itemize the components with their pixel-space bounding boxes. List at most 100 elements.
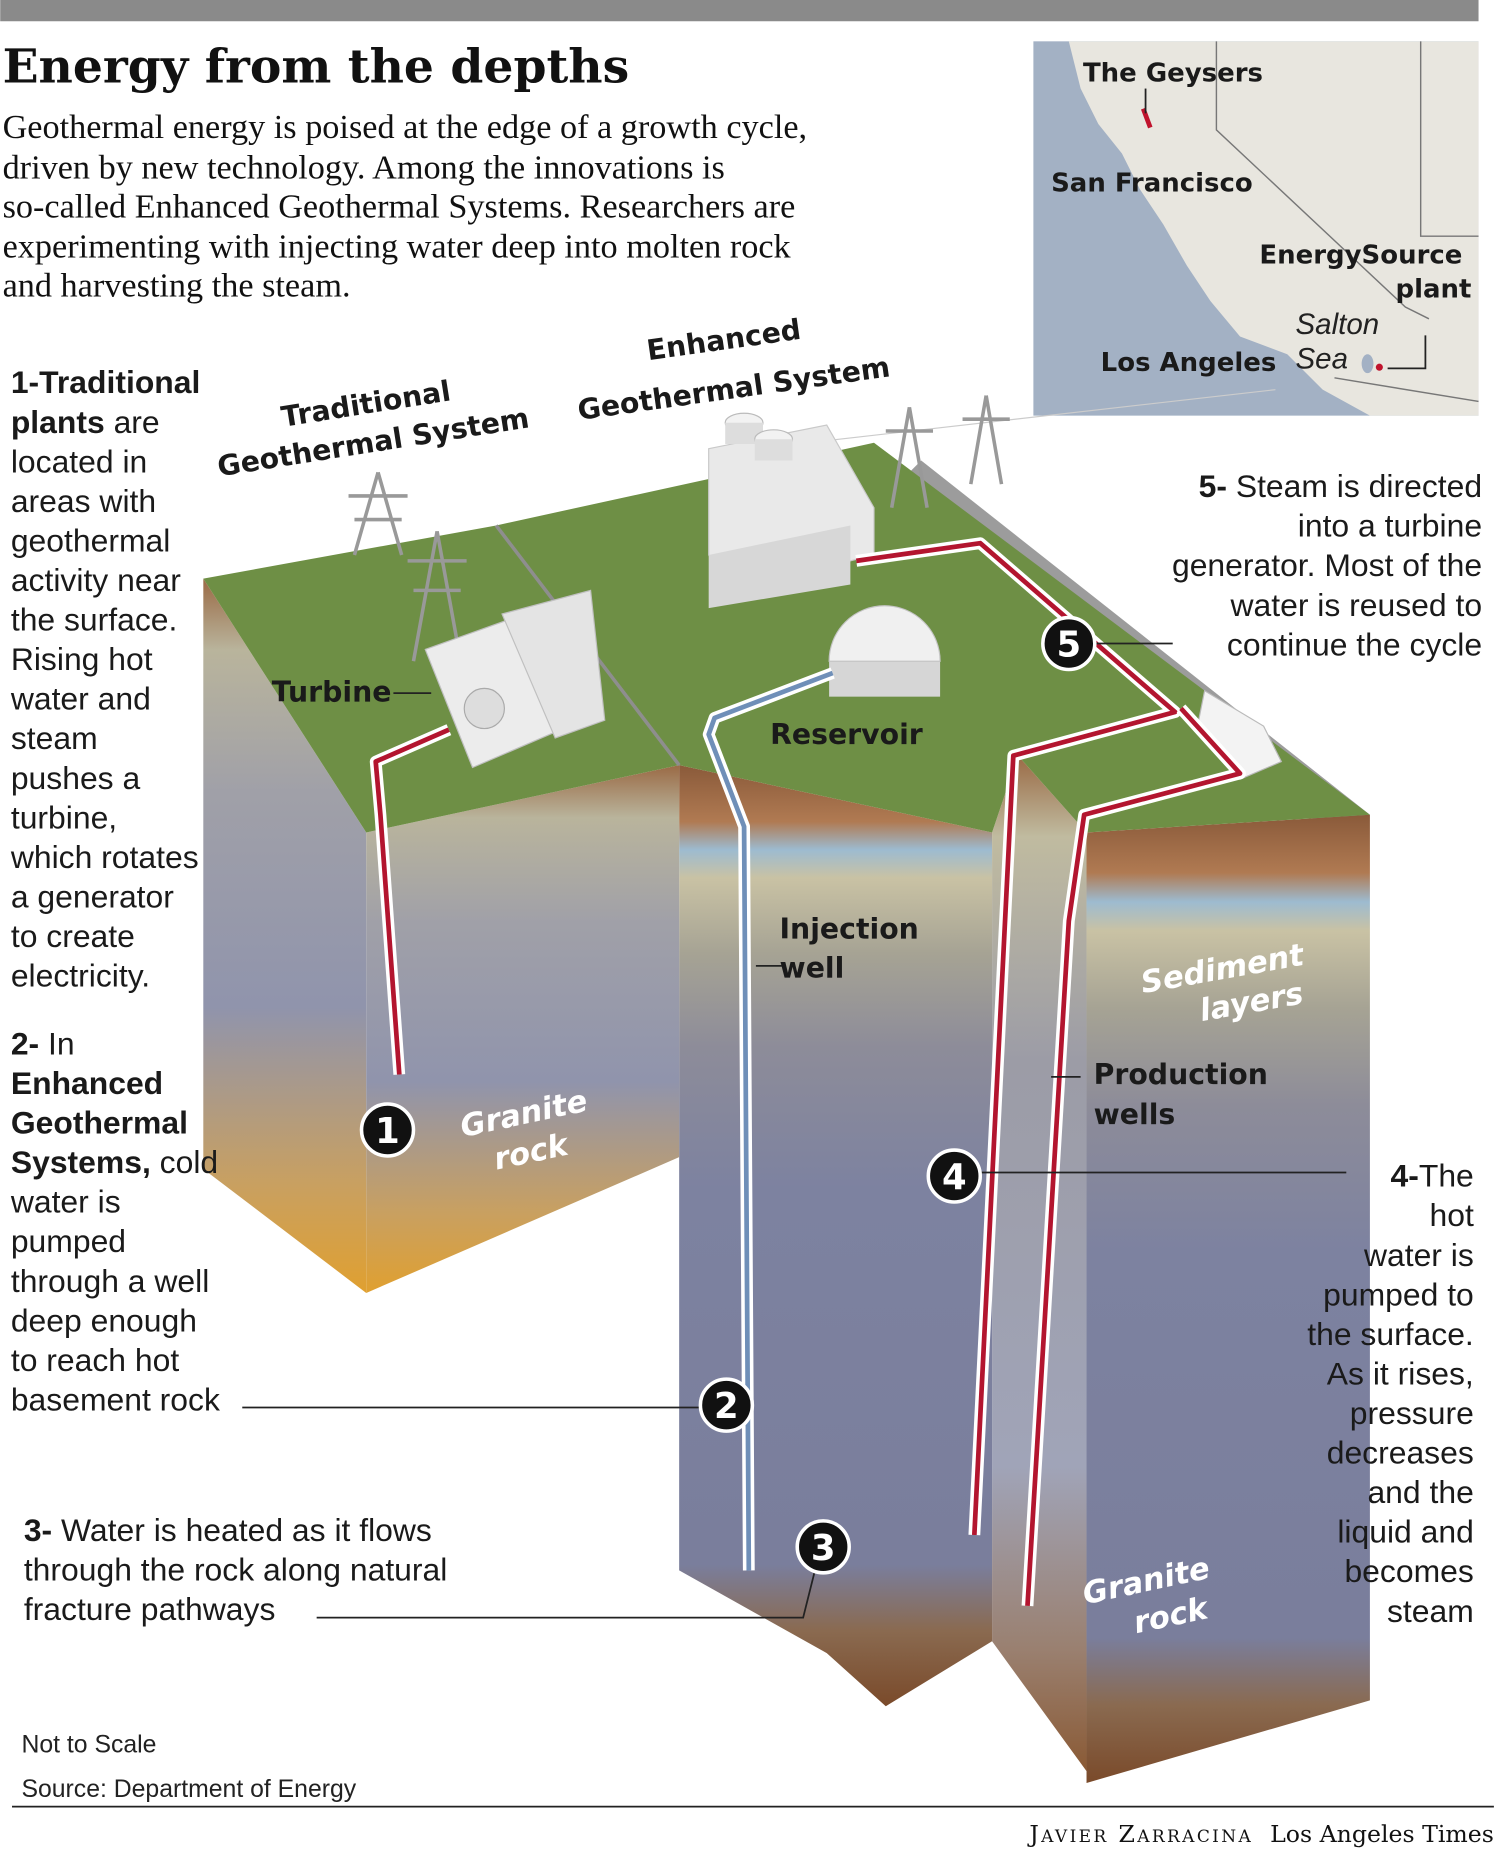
map-label-salton-sea: Salton Sea bbox=[1296, 308, 1388, 375]
text-line: areas with bbox=[11, 483, 156, 519]
text-line: water is bbox=[10, 1184, 121, 1220]
line-text: turbine, bbox=[11, 799, 117, 835]
bold-lead: plants bbox=[11, 404, 105, 440]
bold-lead: 3- bbox=[24, 1512, 52, 1548]
leader-lines bbox=[242, 642, 1347, 1619]
power-plant-icon bbox=[708, 412, 875, 609]
bold-lead: 2- bbox=[11, 1025, 39, 1061]
text-line: liquid and bbox=[1337, 1514, 1473, 1550]
text-line: activity near bbox=[11, 562, 181, 598]
line-text: decreases bbox=[1327, 1435, 1474, 1471]
map-label-energysource: EnergySource plant bbox=[1259, 240, 1471, 304]
credit: Javier Zarracina Los Angeles Times bbox=[1027, 1820, 1494, 1848]
traditional-turbine-icon bbox=[424, 589, 606, 769]
text-line: becomes bbox=[1344, 1553, 1473, 1589]
marker-number: 1 bbox=[375, 1111, 400, 1152]
turbine-label: Turbine bbox=[272, 675, 392, 708]
text-line: electricity. bbox=[11, 958, 150, 994]
text-line: to create bbox=[11, 918, 135, 954]
bold-lead: 1-Traditional bbox=[11, 364, 201, 400]
reservoir-dome-icon bbox=[828, 605, 941, 697]
line-text: to create bbox=[11, 918, 135, 954]
line-text: becomes bbox=[1344, 1553, 1473, 1589]
bold-lead: 5- bbox=[1199, 468, 1227, 504]
line-text: continue the cycle bbox=[1227, 626, 1482, 662]
text-line: to reach hot bbox=[11, 1342, 179, 1378]
text-line: Rising hot bbox=[11, 641, 153, 677]
text-line: and the bbox=[1367, 1474, 1473, 1510]
bold-lead: Systems, bbox=[11, 1144, 151, 1180]
text-line: Enhanced bbox=[11, 1065, 163, 1101]
injection-well-label: Injection well bbox=[780, 913, 929, 985]
enhanced-block-front bbox=[679, 765, 993, 1707]
step-marker-1: 1 bbox=[359, 1102, 416, 1158]
traditional-block-front bbox=[366, 765, 680, 1293]
marker-circle bbox=[795, 1519, 851, 1575]
line-text: basement rock bbox=[11, 1381, 220, 1417]
truck-icon bbox=[1198, 689, 1283, 781]
text-line: generator. Most of the bbox=[1172, 547, 1482, 583]
text-line: which rotates bbox=[10, 839, 199, 875]
reservoir-label: Reservoir bbox=[770, 718, 923, 751]
line-text: geothermal bbox=[11, 522, 170, 558]
publication-credit: Los Angeles Times bbox=[1270, 1820, 1494, 1848]
text-line: 1-Traditional bbox=[11, 364, 201, 400]
text-line: geothermal bbox=[11, 522, 170, 558]
traditional-system-label: Traditional Geothermal System bbox=[209, 363, 531, 483]
text-line: deep enough bbox=[11, 1302, 197, 1338]
line-text: a generator bbox=[11, 878, 174, 914]
text-line: 3- Water is heated as it flows bbox=[24, 1512, 432, 1548]
text-line: turbine, bbox=[11, 799, 117, 835]
text-line: pushes a bbox=[11, 760, 141, 796]
marker-number: 5 bbox=[1056, 625, 1081, 666]
top-bar bbox=[0, 0, 1479, 22]
text-line: a generator bbox=[11, 878, 174, 914]
map-label-the-geysers: The Geysers bbox=[1083, 58, 1263, 88]
text-line: pumped to bbox=[1323, 1276, 1474, 1312]
text-line: decreases bbox=[1327, 1435, 1474, 1471]
text-line: Geothermal bbox=[11, 1105, 188, 1141]
line-text: water and bbox=[10, 681, 151, 717]
text-line: water is reused to bbox=[1230, 587, 1483, 623]
traditional-block-left bbox=[203, 578, 367, 1293]
line-text: the surface. bbox=[11, 602, 178, 638]
line-text: through the rock along natural bbox=[24, 1551, 448, 1587]
marker-circle bbox=[926, 1148, 983, 1204]
map-label-los-angeles: Los Angeles bbox=[1101, 348, 1277, 378]
line-text: generator. Most of the bbox=[1172, 547, 1482, 583]
bold-lead: 4- bbox=[1391, 1158, 1419, 1194]
line-text: hot bbox=[1430, 1197, 1474, 1233]
line-text: located in bbox=[11, 443, 147, 479]
step-marker-2: 2 bbox=[698, 1377, 755, 1433]
text-line: through a well bbox=[11, 1263, 209, 1299]
step-marker-4: 4 bbox=[926, 1148, 983, 1204]
line-text: steam bbox=[11, 720, 98, 756]
transmission-tower-icon bbox=[348, 395, 1010, 662]
line-text: cold bbox=[151, 1144, 218, 1180]
marker-circle bbox=[698, 1377, 755, 1433]
line-text: Steam is directed bbox=[1227, 468, 1482, 504]
marker-number: 2 bbox=[714, 1386, 739, 1427]
text-line: Systems, cold bbox=[11, 1144, 218, 1180]
line-text: and the bbox=[1367, 1474, 1473, 1510]
marker-number: 4 bbox=[942, 1157, 967, 1198]
source-note: Source: Department of Energy bbox=[21, 1776, 356, 1803]
not-to-scale-note: Not to Scale bbox=[21, 1731, 156, 1758]
marker-circle bbox=[1041, 615, 1097, 672]
line-text: fracture pathways bbox=[24, 1591, 276, 1627]
line-text: into a turbine bbox=[1298, 508, 1482, 544]
intro-text: Geothermal energy is poised at the edge … bbox=[3, 108, 816, 304]
block-diagram: Traditional Geothermal System Enhanced G… bbox=[203, 313, 1370, 1783]
text-line: water is bbox=[1363, 1237, 1474, 1273]
step-marker-5: 5 bbox=[1041, 615, 1097, 672]
text-line: located in bbox=[11, 443, 147, 479]
text-line: the surface. bbox=[1307, 1316, 1474, 1352]
text-line: the surface. bbox=[11, 602, 178, 638]
line-text: electricity. bbox=[11, 958, 150, 994]
line-text: water is bbox=[10, 1184, 121, 1220]
production-column-front bbox=[1086, 814, 1370, 1783]
